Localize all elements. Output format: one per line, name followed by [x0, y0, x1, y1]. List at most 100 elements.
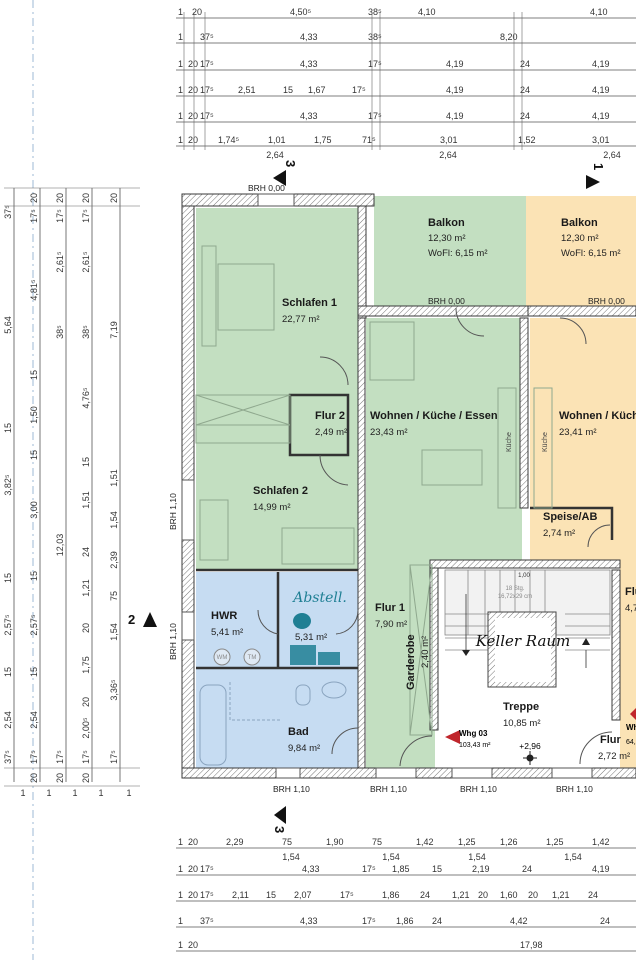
flur-right-area: 4,7 — [625, 603, 636, 614]
dim-value: 1,54 — [109, 623, 119, 641]
tm-label: TM — [248, 655, 257, 661]
scribble-block-2 — [318, 652, 340, 665]
dim-value: 2,00⁵ — [81, 717, 91, 739]
dim-value: 3,01 — [592, 135, 610, 145]
dim-value: 4,19 — [592, 111, 610, 121]
washing-machine-icon — [213, 648, 231, 666]
shaft-dim: 1,00 — [518, 573, 530, 579]
dim-value: 20 — [29, 193, 39, 203]
unit-marker-right-icon — [630, 708, 636, 720]
unit-right-area: 64, — [626, 739, 636, 746]
dim-value: 75 — [372, 837, 382, 847]
level-label: +2,96 — [519, 741, 541, 751]
dim-value: 4,19 — [592, 59, 610, 69]
dim-value: 4,33 — [300, 59, 318, 69]
dim-value: 7,19 — [109, 321, 119, 339]
dining-table — [421, 449, 483, 486]
dim-value: 17,98 — [520, 940, 543, 950]
dim-value: 1 — [178, 940, 183, 950]
abstell-area: 5,31 m² — [295, 632, 327, 643]
speise-area: 2,74 m² — [543, 528, 575, 539]
treppe-name: Treppe — [503, 701, 539, 713]
dim-value: 1,01 — [268, 135, 286, 145]
dim-value: 4,42 — [510, 916, 528, 926]
dim-value: 15 — [29, 450, 39, 460]
brh-labels: BRH 0,00 BRH 0,00 BRH 0,00 BRH 1,10 BRH … — [168, 183, 625, 794]
dim-value: 4,19 — [592, 864, 610, 874]
dim-value: 20 — [188, 890, 198, 900]
dim-value: 20 — [528, 890, 538, 900]
section-2-label: 2 — [128, 612, 135, 627]
level-marker-icon — [523, 751, 537, 765]
flur2-name: Flur 2 — [315, 410, 345, 422]
kueche-left-label: Küche — [506, 432, 513, 452]
bed-double — [217, 263, 275, 331]
door-abstell — [335, 609, 359, 635]
nightstands — [201, 245, 217, 347]
hwr-area: 5,41 m² — [211, 627, 243, 638]
dim-value: 17⁵ — [352, 85, 366, 95]
door-entry — [399, 735, 433, 767]
dim-value: 1,90 — [326, 837, 344, 847]
arrow-down-icon — [462, 650, 470, 656]
wohnen-left-area: 23,43 m² — [370, 427, 408, 438]
dim-value: 1,51 — [81, 491, 91, 509]
sink — [321, 681, 347, 699]
dim-value: 24 — [520, 59, 530, 69]
dim-value: 1,60 — [500, 890, 518, 900]
dim-value: 20 — [188, 940, 198, 950]
garderobe-area: 2,40 m² — [420, 636, 431, 668]
window-bottom-3 — [451, 767, 493, 779]
door-speise — [587, 524, 611, 548]
unit-marker-icon — [445, 730, 460, 744]
window-bottom-2 — [375, 767, 417, 779]
dim-value: 17⁵ — [55, 750, 65, 764]
dim-value: 17⁵ — [55, 209, 65, 223]
dim-value: 37⁵ — [200, 32, 214, 42]
dim-value: 20 — [81, 623, 91, 633]
balkon-right-fill — [526, 196, 636, 308]
dim-value: 20 — [81, 773, 91, 783]
section-3-bottom-label: 3 — [272, 826, 287, 833]
garderobe-box — [409, 564, 433, 736]
dim-sub-value: 1,54 — [468, 852, 486, 862]
dim-value: 71⁵ — [362, 135, 376, 145]
dim-value: 15 — [29, 370, 39, 380]
wall-balkon-bottom — [357, 305, 529, 317]
window-bottom-4 — [551, 767, 593, 779]
dim-value: 75 — [282, 837, 292, 847]
dim-value: 1 — [178, 59, 183, 69]
kitchen-counter-left — [497, 387, 517, 509]
arrow-up-icon — [582, 638, 590, 645]
wall-stair-left — [429, 559, 439, 731]
schlafen1-fill — [196, 208, 358, 570]
dim-value: 3,00 — [29, 501, 39, 519]
balkon-left-name: Balkon — [428, 217, 465, 229]
dim-value: 2,29 — [226, 837, 244, 847]
dim-value: 3,36⁵ — [109, 679, 119, 701]
dim-value: 17⁵ — [200, 111, 214, 121]
dim-end: 1 — [20, 788, 25, 798]
dim-value: 15 — [3, 423, 13, 433]
dim-value: 1 — [178, 135, 183, 145]
dim-end: 1 — [72, 788, 77, 798]
wall-interior-vertical — [357, 317, 366, 769]
balkon-right-wofl: WoFl: 6,15 m² — [561, 248, 620, 259]
section-2-arrow-icon — [143, 612, 157, 627]
window-left-lower — [181, 611, 195, 641]
dim-value: 38⁵ — [368, 32, 382, 42]
dim-value: 1,21 — [452, 890, 470, 900]
stairs-size: 16,72x29 cm — [498, 594, 532, 600]
section-1-top-label: 1 — [591, 163, 606, 170]
dim-value: 24 — [520, 111, 530, 121]
dim-sub-value: 2,64 — [439, 150, 457, 160]
dim-value: 5,64 — [3, 316, 13, 334]
dim-value: 4,19 — [446, 85, 464, 95]
dim-value: 4,33 — [300, 916, 318, 926]
window-left-upper — [181, 479, 195, 541]
room-labels: Schlafen 1 22,77 m² Balkon 12,30 m² WoFl… — [211, 217, 636, 762]
left-dimension-chain: 37⁵5,64153,82⁵152,57⁵152,5437⁵2017⁵4,81⁵… — [3, 187, 140, 798]
dim-value: 15 — [3, 573, 13, 583]
dim-sub-value: 1,54 — [382, 852, 400, 862]
